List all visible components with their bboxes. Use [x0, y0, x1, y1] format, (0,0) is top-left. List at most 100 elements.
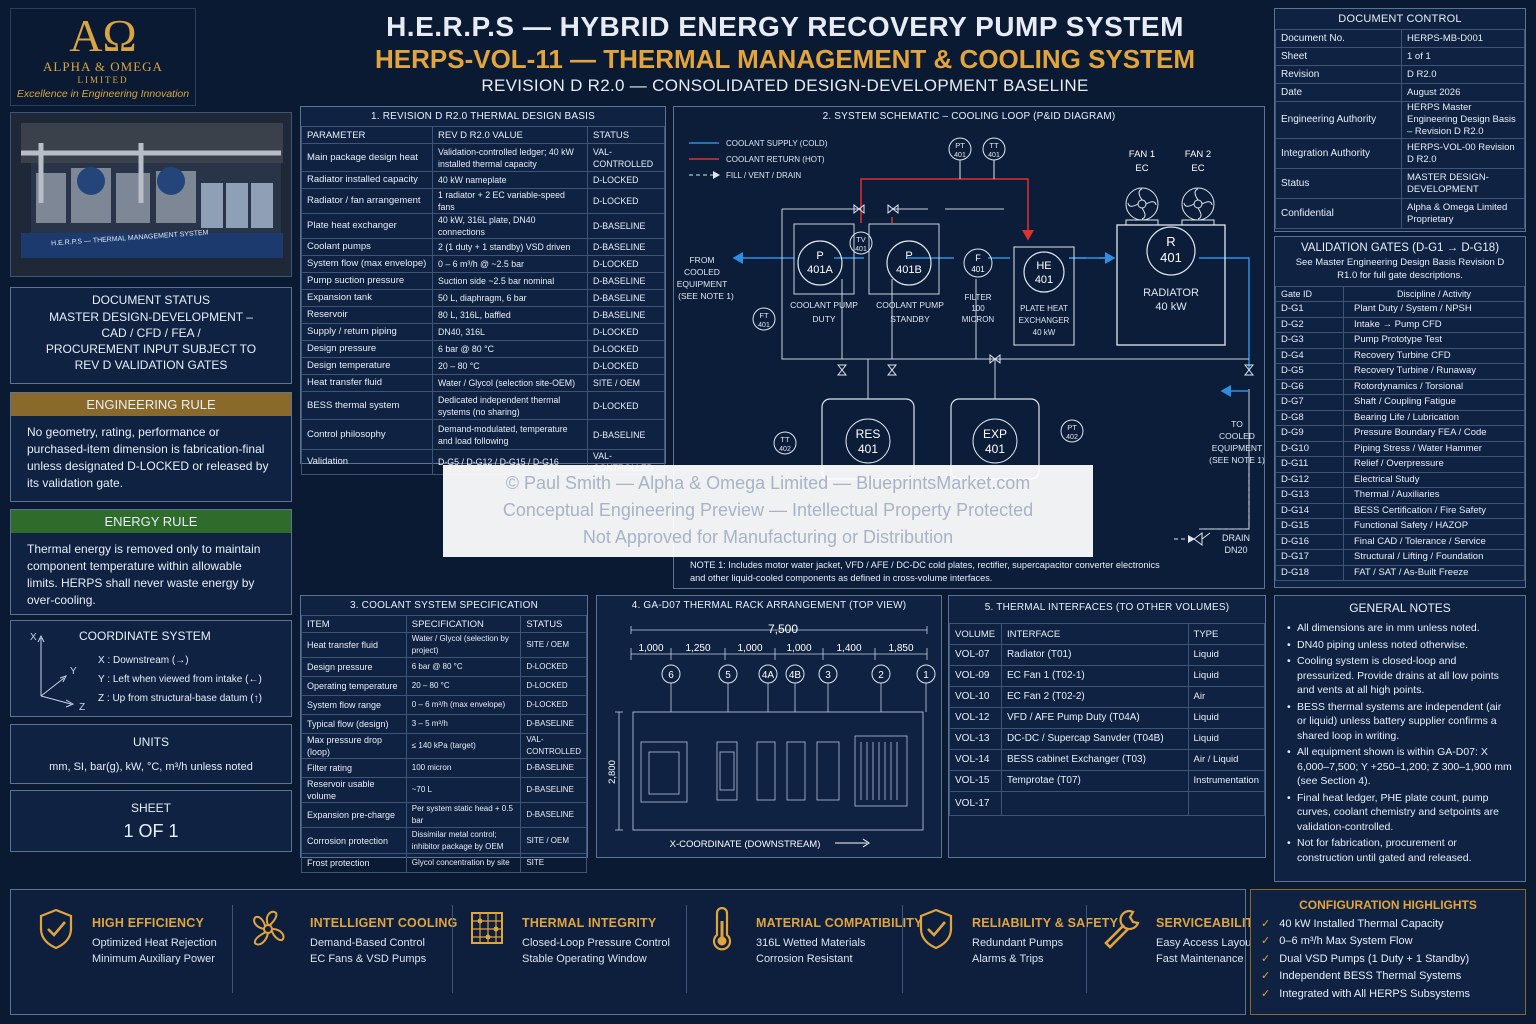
note-item: •All dimensions are in mm unless noted. [1287, 621, 1513, 636]
table-cell: D-G7 [1275, 394, 1344, 411]
bullet-icon: • [1287, 700, 1291, 713]
highlight-title: THERMAL INTEGRITY [522, 916, 657, 930]
table-cell: D-BASELINE [587, 238, 665, 256]
table-row: System flow (max envelope)0 – 6 m³/h @ ~… [301, 255, 665, 273]
table-cell: D-G18 [1275, 564, 1344, 581]
table-cell: Temprotae (T07) [1000, 770, 1189, 792]
table-cell: D-G14 [1275, 502, 1344, 519]
config-item: ✓ Integrated with All HERPS Subsystems [1251, 986, 1525, 1003]
table-cell: Integration Authority [1275, 138, 1402, 169]
highlight-title: RELIABILITY & SAFETY [972, 916, 1119, 930]
table-cell: D-LOCKED [587, 188, 665, 214]
watermark: © Paul Smith — Alpha & Omega Limited — B… [443, 465, 1093, 557]
table-cell: Sheet [1275, 47, 1402, 66]
engineering-rule-text: No geometry, rating, performance or purc… [27, 425, 269, 490]
table-cell: Validation-controlled ledger; 40 kW inst… [432, 143, 588, 172]
table-cell: Revision [1275, 65, 1402, 84]
table-cell: D-G16 [1275, 533, 1344, 550]
highlight-line: Closed-Loop Pressure Control [522, 937, 670, 949]
rack-arrangement-panel: 4. GA-D07 THERMAL RACK ARRANGEMENT (TOP … [596, 595, 942, 858]
table-cell: BESS thermal system [301, 391, 433, 420]
validation-gates-title: VALIDATION GATES (D-G1 → D-G18) [1300, 242, 1500, 254]
svg-text:EQUIPMENT: EQUIPMENT [1212, 443, 1263, 453]
svg-text:401: 401 [985, 442, 1005, 456]
svg-text:TV: TV [856, 235, 866, 244]
table-cell: Dissimilar metal control; inhibitor pack… [405, 827, 522, 854]
rack-dimension: 1,000 [638, 643, 663, 654]
config-item-text: 40 kW Installed Thermal Capacity [1279, 918, 1444, 930]
table-cell: D-G4 [1275, 347, 1344, 364]
table-cell: Piping Stress / Water Hammer [1343, 440, 1525, 457]
table-cell: Per system static head + 0.5 bar [405, 802, 522, 828]
pump-standby-frame [868, 223, 940, 295]
table-cell: D-LOCKED [520, 676, 587, 696]
table-cell: Instrumentation [1187, 770, 1266, 792]
table-cell: Intake → Pump CFD [1343, 316, 1525, 333]
table-cell: Plant Duty / System / NPSH [1343, 301, 1525, 318]
svg-text:RADIATOR: RADIATOR [1143, 287, 1199, 299]
bullet-icon: • [1287, 638, 1291, 651]
table-cell: 3 – 5 m³/h [405, 714, 522, 734]
rack-dimension: 1,000 [786, 643, 811, 654]
table-cell: D-LOCKED [587, 255, 665, 273]
fan-icon [253, 910, 285, 946]
table-cell: Reservoir usable volume [301, 777, 407, 803]
doc-status-line: PROCUREMENT INPUT SUBJECT TO [45, 342, 257, 356]
svg-text:COOLANT PUMP: COOLANT PUMP [790, 300, 858, 310]
note-text: Not for fabrication, procurement or cons… [1297, 837, 1472, 864]
legend-supply: COOLANT SUPPLY (COLD) [726, 139, 828, 148]
config-highlights-panel: CONFIGURATION HIGHLIGHTS ✓ 40 kW Install… [1250, 889, 1526, 1015]
table-cell: Relief / Overpressure [1343, 456, 1525, 473]
rack-dimension: 1,250 [685, 643, 710, 654]
from-label: FROM [689, 255, 714, 265]
table-cell: Coolant pumps [301, 238, 433, 256]
table-cell: D-BASELINE [520, 777, 587, 803]
table-cell: Expansion tank [301, 289, 433, 307]
from-label: EQUIPMENT [677, 279, 728, 289]
interfaces-panel: 5. THERMAL INTERFACES (TO OTHER VOLUMES)… [948, 595, 1266, 858]
note-text: All equipment shown is within GA-D07: X … [1297, 746, 1512, 787]
rack-tag: 4A [762, 670, 775, 681]
design-basis-panel: 1. REVISION D R2.0 THERMAL DESIGN BASIS … [300, 106, 666, 475]
table-cell: D-G5 [1275, 363, 1344, 380]
highlight-line: Minimum Auxiliary Power [92, 953, 215, 965]
highlights-strip [10, 889, 1246, 1015]
table-cell: Max pressure drop (loop) [301, 733, 407, 759]
table-cell: VOL-17 [949, 791, 1002, 816]
axis-triad-icon: X Y Z [30, 632, 85, 713]
highlight-title: HIGH EFFICIENCY [92, 916, 205, 930]
table-cell: D-G3 [1275, 332, 1344, 349]
table-cell: HERPS-VOL-00 Revision D R2.0 [1401, 138, 1525, 169]
highlight-line: Fast Maintenance [1156, 953, 1244, 965]
highlight-divider [452, 905, 453, 993]
table-cell: DN40, 316L [432, 323, 588, 341]
schematic-title: 2. SYSTEM SCHEMATIC – COOLING LOOP (P&ID… [822, 111, 1116, 122]
note-item: •DN40 piping unless noted otherwise. [1287, 638, 1513, 653]
plate-heat-exchanger [1013, 246, 1075, 346]
table-cell: Structural / Lifting / Foundation [1343, 549, 1525, 566]
table-cell: Supply / return piping [301, 323, 433, 341]
svg-text:401: 401 [971, 265, 985, 274]
table-cell: Design pressure [301, 340, 433, 358]
table-cell: Bearing Life / Lubrication [1343, 409, 1525, 426]
doc-status-line: MASTER DESIGN-DEVELOPMENT – [49, 310, 253, 324]
table-cell: Design temperature [301, 357, 433, 375]
config-item-text: 0–6 m³/h Max System Flow [1279, 935, 1413, 948]
config-item-text: Independent BESS Thermal Systems [1279, 970, 1462, 983]
svg-text:401: 401 [758, 322, 770, 329]
table-cell: Radiator / fan arrangement [301, 188, 433, 214]
